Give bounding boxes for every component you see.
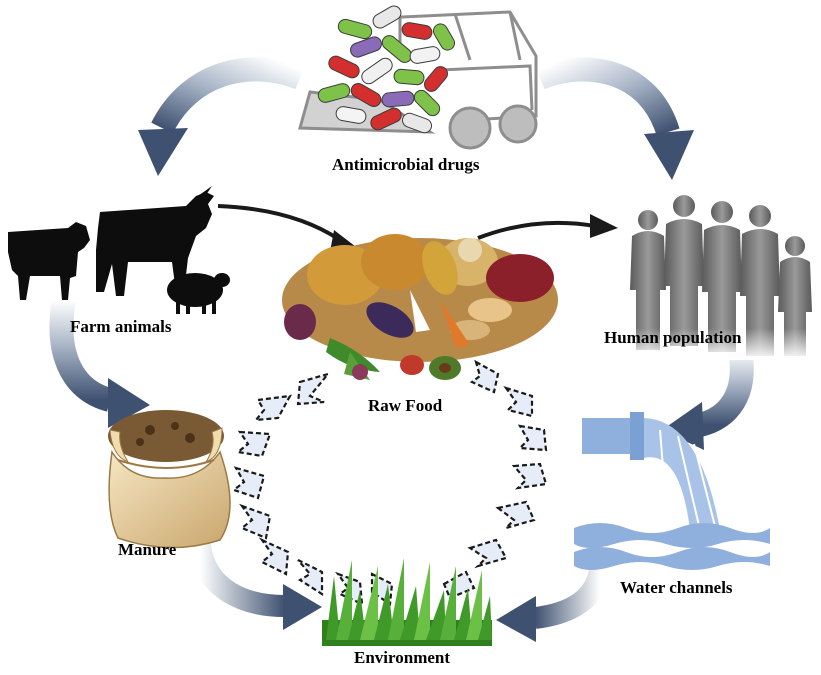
grass-icon: [322, 558, 492, 646]
chevron-cycle: [231, 359, 548, 606]
vegetables-icon: [282, 234, 558, 380]
label-raw-food: Raw Food: [368, 396, 443, 415]
label-manure: Manure: [118, 540, 177, 559]
arrow-manure-to-environment: [189, 543, 322, 630]
arrow-food-to-humans: [477, 214, 618, 240]
water-pipe-icon: [574, 412, 770, 570]
ox-icon: [96, 186, 214, 296]
label-antimicrobial-drugs: Antimicrobial drugs: [332, 155, 480, 174]
pills-icon: [317, 5, 455, 134]
chevron: [517, 424, 548, 452]
label-environment: Environment: [354, 648, 451, 667]
arrow-drugs-to-animals: [138, 57, 305, 176]
chevron: [469, 359, 500, 394]
label-human-population: Human population: [604, 328, 742, 347]
arrow-drugs-to-humans: [535, 57, 694, 180]
chevron: [235, 430, 272, 458]
chevron: [495, 500, 536, 531]
sheep-icon: [167, 273, 230, 314]
arrow-animals-to-food: [217, 204, 360, 252]
chevron: [296, 371, 332, 406]
cow-icon: [8, 222, 90, 300]
chevron: [442, 570, 476, 600]
arrow-water-to-environment: [496, 567, 611, 642]
chevron: [258, 537, 290, 576]
chevron: [467, 538, 508, 569]
people-fade: [620, 290, 820, 360]
chevron: [503, 385, 534, 418]
chevron: [239, 503, 272, 540]
chevron: [297, 559, 324, 597]
arrow-animals-to-manure: [49, 297, 150, 428]
label-farm-animals: Farm animals: [70, 317, 172, 336]
arrow-humans-to-water: [662, 347, 754, 450]
chevron: [253, 394, 292, 422]
manure-sack-icon: [108, 410, 231, 549]
label-water-channels: Water channels: [620, 578, 733, 597]
chevron: [231, 466, 266, 500]
chevron: [511, 462, 548, 490]
